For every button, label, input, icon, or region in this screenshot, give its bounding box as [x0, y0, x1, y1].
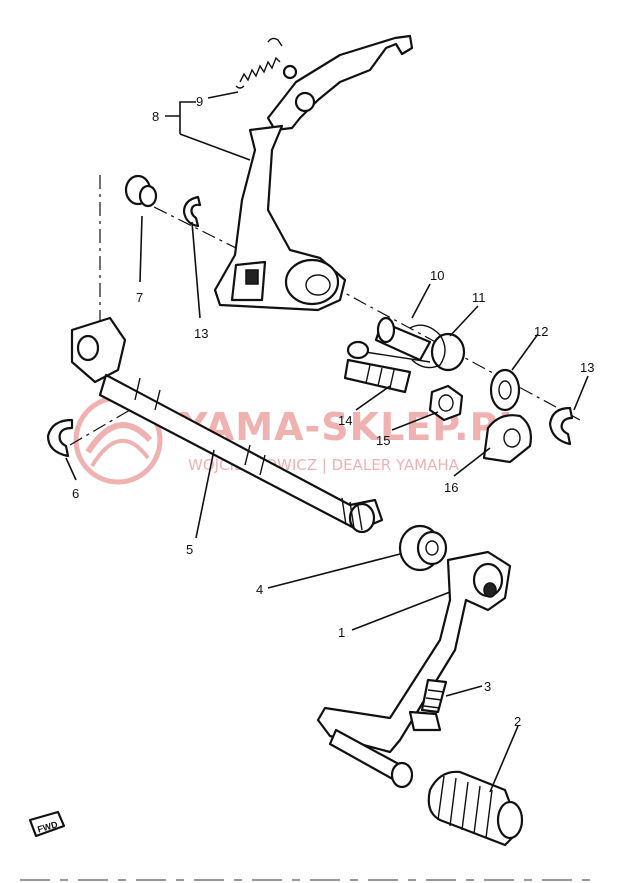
callout-10: 10 — [430, 268, 444, 283]
part-2-rubber — [427, 770, 524, 847]
part-16-plate — [482, 414, 532, 464]
callout-15: 15 — [376, 433, 390, 448]
callout-12: 12 — [534, 324, 548, 339]
callout-13-right: 13 — [580, 360, 594, 375]
part-12-washer — [489, 368, 521, 412]
part-15-nut — [428, 384, 464, 422]
part-10-11-pin-spring — [364, 316, 466, 372]
callout-11: 11 — [472, 290, 486, 305]
part-14-bolt — [343, 340, 412, 394]
part-6-circlip — [46, 418, 74, 458]
leader-lines — [65, 91, 589, 793]
part-7-collar — [124, 174, 158, 208]
callout-13-left: 13 — [194, 326, 208, 341]
part-3-bolt — [408, 678, 448, 732]
part-8-shift-arm — [213, 34, 414, 312]
part-4-collar — [398, 524, 448, 572]
callouts: 8 9 7 13 10 11 12 13 14 15 16 6 5 4 1 3 … — [72, 94, 594, 729]
watermark: YAMA-SKLEP.PL WOJCIECHOWICZ | DEALER YAM… — [73, 395, 524, 485]
callout-16: 16 — [444, 480, 458, 495]
part-13-circlip-left — [182, 195, 202, 228]
callout-14: 14 — [338, 413, 352, 428]
callout-6: 6 — [72, 486, 79, 501]
callout-3: 3 — [484, 679, 491, 694]
callout-5: 5 — [186, 542, 193, 557]
watermark-title: YAMA-SKLEP.PL — [179, 405, 524, 449]
part-9-spring — [235, 37, 283, 89]
callout-9: 9 — [196, 94, 203, 109]
fwd-arrow-icon: FWD — [28, 810, 66, 838]
callout-2: 2 — [514, 714, 521, 729]
part-13-circlip-right — [548, 406, 574, 446]
callout-7: 7 — [136, 290, 143, 305]
callout-4: 4 — [256, 582, 263, 597]
callout-1: 1 — [338, 625, 345, 640]
part-5-shift-shaft — [70, 316, 384, 534]
callout-8: 8 — [152, 109, 159, 124]
part-1-shift-pedal — [316, 550, 512, 789]
